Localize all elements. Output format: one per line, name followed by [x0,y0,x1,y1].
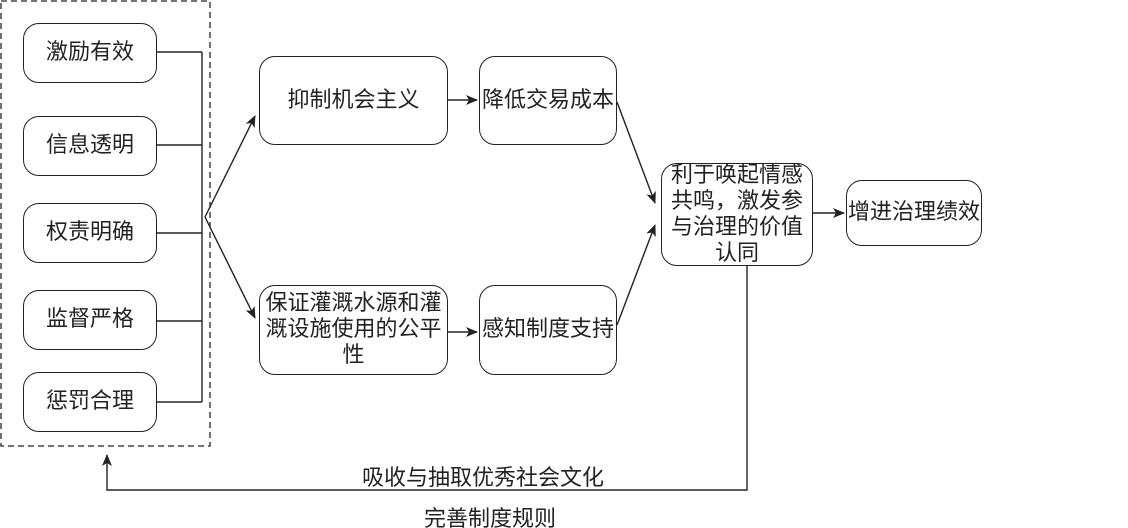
mechanism-upper-box: 抑制机会主义 [259,56,448,145]
factor-connector [156,51,203,403]
factor-label: 激励有效 [45,40,134,65]
effect-lower-label: 感知制度支持 [481,317,614,342]
factor-label: 监督严格 [45,307,134,332]
arrow-effect-upper-to-center [616,101,656,204]
effect-upper-box: 降低交易成本 [479,56,617,145]
feedback-label-top: 吸收与抽取优秀社会文化 [362,466,605,491]
factor-label: 惩罚合理 [45,389,134,414]
factor-box: 信息透明 [23,116,157,176]
mechanism-lower-label: 保证灌溉水源和灌溉设施使用的公平性 [265,291,442,368]
mechanism-upper-label: 抑制机会主义 [287,87,420,113]
effect-lower-box: 感知制度支持 [479,285,617,375]
arrow-to-upper-mechanism [204,115,256,218]
mechanism-lower-box: 保证灌溉水源和灌溉设施使用的公平性 [259,285,448,375]
factor-group-dashed-border [0,0,211,447]
outcome-box: 增进治理绩效 [846,180,982,246]
feedback-label-bottom: 完善制度规则 [424,507,557,528]
factor-label: 信息透明 [45,133,134,158]
factor-box: 惩罚合理 [23,372,157,432]
center-label: 利于唤起情感共鸣，激发参与治理的价值认同 [670,162,803,266]
factor-box: 权责明确 [23,203,157,263]
factor-box: 激励有效 [23,23,157,83]
effect-upper-label: 降低交易成本 [481,87,614,113]
factor-box: 监督严格 [23,290,157,350]
arrow-to-lower-mechanism [204,216,256,319]
center-box: 利于唤起情感共鸣，激发参与治理的价值认同 [661,163,813,266]
outcome-label: 增进治理绩效 [847,200,980,225]
factor-label: 权责明确 [45,220,134,245]
feedback-arrow [102,265,748,491]
arrow-effect-lower-to-center [616,224,656,326]
